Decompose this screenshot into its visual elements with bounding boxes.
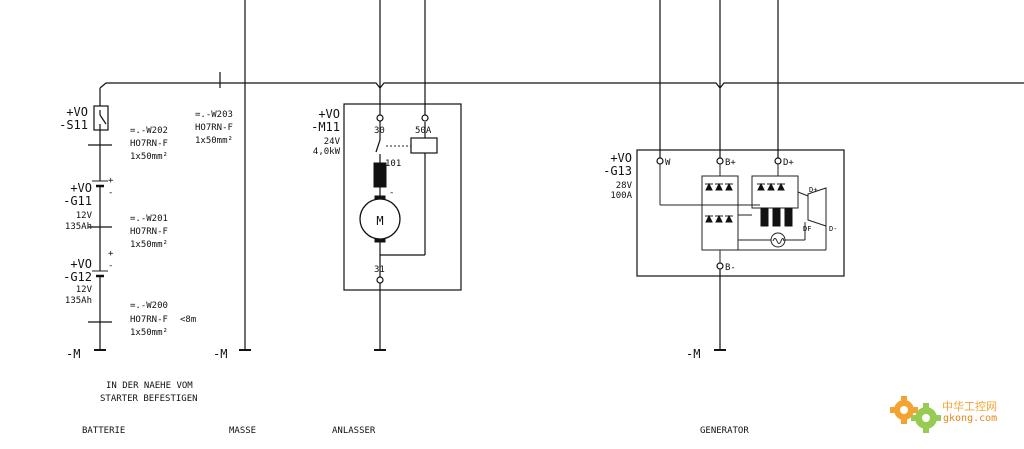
- g12-plus-sign: +: [108, 249, 114, 259]
- terminal-bminus-label: B-: [725, 263, 736, 273]
- cable-w202-type: HO7RN-F: [130, 139, 168, 149]
- relay-coil-icon: [410, 137, 438, 154]
- battery-section: + - + - +VO -S11 +VO -G11 12V 135Ah +VO …: [59, 88, 198, 436]
- terminal-50a-label: 50A: [415, 126, 432, 136]
- g11-plus-sign: +: [108, 176, 114, 186]
- terminal-bminus-icon: [716, 262, 724, 270]
- terminal-101-label: 101: [385, 159, 401, 169]
- terminal-50a-icon: [421, 114, 429, 122]
- generator-box: [636, 149, 845, 277]
- generator-current: 100A: [610, 191, 632, 201]
- cable-w200-length: <8m: [180, 315, 196, 325]
- switch-s11-id: -S11: [59, 118, 88, 132]
- motor-brush-top-icon: [374, 195, 386, 200]
- cable-w203-id: =.-W203: [195, 110, 233, 120]
- cable-w201-id: =.-W201: [130, 214, 168, 224]
- starter-id: -M11: [311, 120, 340, 134]
- generator-ref: +VO: [610, 151, 632, 165]
- battery-switch-s11: [93, 105, 109, 131]
- battery-ground-label: -M: [66, 347, 80, 361]
- terminal-dplus-icon: [774, 157, 782, 165]
- cable-w200-id: =.-W200: [130, 301, 168, 311]
- cable-w201-type: HO7RN-F: [130, 227, 168, 237]
- starter-section: M +VO -M11 24V 4,0kW 30 50A 101 - 31 ANL…: [311, 92, 462, 436]
- battery-g11-capacity: 135Ah: [65, 222, 92, 232]
- watermark-site: gkong.com: [943, 413, 997, 424]
- gear-orange-icon: [890, 396, 918, 424]
- generator-voltage: 28V: [616, 181, 633, 191]
- terminal-w-label: W: [665, 158, 671, 168]
- cable-w200-section: 1x50mm²: [130, 328, 168, 338]
- generator-section: +VO -G13 28V 100A W B+ D+ B- DF D+ D- -M…: [603, 149, 845, 436]
- watermark-logo: 中华工控网 gkong.com: [890, 396, 997, 433]
- section-label-masse: MASSE: [229, 426, 256, 436]
- motor-brush-bottom-icon: [374, 238, 386, 243]
- masse-section: =.-W203 HO7RN-F 1x50mm² -M MASSE: [195, 110, 256, 436]
- section-label-starter: ANLASSER: [332, 426, 376, 436]
- starter-ref: +VO: [318, 107, 340, 121]
- g12-minus-sign: -: [108, 261, 113, 271]
- regulator-dminus-label: D-: [829, 225, 837, 233]
- contact-101-icon: [375, 139, 381, 153]
- g11-minus-sign: -: [108, 188, 113, 198]
- battery-g11-ref: +VO: [70, 181, 92, 195]
- cable-w200-type: HO7RN-F: [130, 315, 168, 325]
- section-label-generator: GENERATOR: [700, 426, 749, 436]
- battery-g11-voltage: 12V: [76, 211, 93, 221]
- stator-winding-3-icon: [784, 207, 793, 227]
- cable-w202-id: =.-W202: [130, 126, 168, 136]
- battery-g12-id: -G12: [63, 270, 92, 284]
- starter-voltage: 24V: [324, 137, 341, 147]
- section-label-battery: BATTERIE: [82, 426, 125, 436]
- terminal-bplus-label: B+: [725, 158, 736, 168]
- generator-ground-label: -M: [686, 347, 700, 361]
- cable-w201-section: 1x50mm²: [130, 240, 168, 250]
- battery-g12-ref: +VO: [70, 257, 92, 271]
- terminal-30-label: 30: [374, 126, 385, 136]
- main-wiring: [99, 0, 1024, 350]
- terminal-bplus-icon: [716, 157, 724, 165]
- generator-id: -G13: [603, 164, 632, 178]
- battery-g12-voltage: 12V: [76, 285, 93, 295]
- stator-winding-1-icon: [760, 207, 769, 227]
- gear-green-icon: [911, 403, 941, 433]
- regulator-dplus-label: D+: [809, 186, 817, 194]
- exciter-rectifier-frame: [751, 175, 799, 209]
- cable-w203-section: 1x50mm²: [195, 136, 233, 146]
- battery-g12-capacity: 135Ah: [65, 296, 92, 306]
- terminal-31-label: 31: [374, 265, 385, 275]
- masse-ground-label: -M: [213, 347, 227, 361]
- starter-box: [343, 103, 462, 291]
- cable-w202-section: 1x50mm²: [130, 152, 168, 162]
- terminal-dplus-label: D+: [783, 158, 794, 168]
- terminal-31-icon: [376, 276, 384, 284]
- terminal-30-icon: [376, 114, 384, 122]
- mounting-note-line1: IN DER NAEHE VOM: [106, 381, 193, 391]
- cable-w203-type: HO7RN-F: [195, 123, 233, 133]
- watermark-brand: 中华工控网: [942, 399, 997, 413]
- terminal-df-label: DF: [803, 225, 811, 233]
- mounting-note-line2: STARTER BEFESTIGEN: [100, 394, 198, 404]
- starter-power: 4,0kW: [313, 147, 341, 157]
- motor-letter: M: [376, 214, 383, 228]
- switch-s11-ref: +VO: [66, 105, 88, 119]
- rectifier-diodes-icon: [705, 182, 785, 223]
- field-minus-sign: -: [389, 188, 394, 198]
- battery-g11-id: -G11: [63, 194, 92, 208]
- terminal-w-icon: [656, 157, 664, 165]
- stator-winding-2-icon: [772, 207, 781, 227]
